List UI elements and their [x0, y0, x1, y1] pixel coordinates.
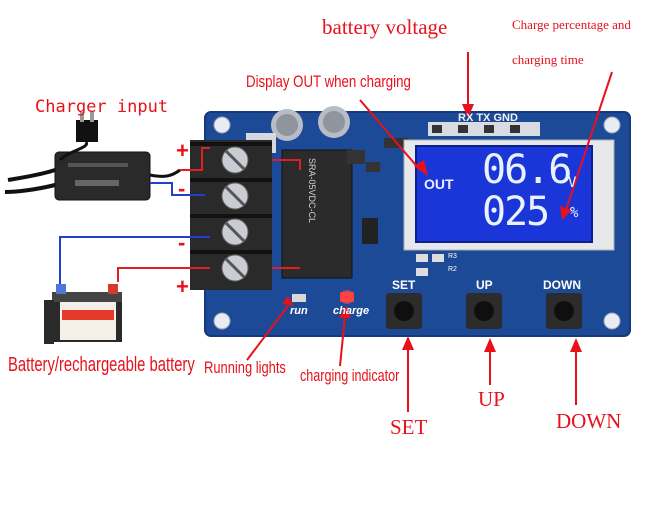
- charge-led-label: charge: [333, 305, 370, 317]
- charge-percentage-label-line1: Charge percentage and: [512, 17, 631, 32]
- lcd-voltage-value: 06.6: [482, 147, 572, 193]
- charger-device: [4, 112, 181, 201]
- terminal-block: [190, 140, 272, 290]
- up-silk-label: UP: [476, 278, 493, 292]
- r3-label: R3: [448, 253, 457, 260]
- plus-bottom-label: +: [176, 274, 189, 299]
- set-label: SET: [390, 415, 428, 439]
- charging-indicator-label: charging indicator: [300, 366, 400, 385]
- battery-label: Battery/rechargeable battery: [8, 354, 195, 376]
- lcd-percent-unit: %: [570, 205, 579, 221]
- battery-voltage-label: battery voltage: [322, 15, 448, 39]
- plus-top-label: +: [176, 138, 189, 163]
- display-out-label: Display OUT when charging: [246, 72, 411, 91]
- charge-percentage-label-line2: charging time: [512, 52, 584, 67]
- lcd-out-indicator: OUT: [424, 176, 454, 192]
- relay-model-label: SRA-05VDC-CL: [307, 158, 317, 224]
- charger-input-label: Charger input: [35, 97, 169, 117]
- down-silk-label: DOWN: [543, 278, 581, 292]
- r2-label: R2: [448, 266, 457, 273]
- run-led-label: run: [290, 305, 308, 317]
- minus-bottom-label: -: [178, 230, 186, 255]
- wires: [59, 147, 301, 284]
- tactile-buttons: [386, 293, 582, 329]
- relay: [281, 149, 353, 279]
- running-lights-label: Running lights: [204, 358, 286, 377]
- set-silk-label: SET: [392, 278, 416, 292]
- lcd-percent-value: 025: [482, 189, 550, 235]
- battery-device: [44, 284, 122, 344]
- lcd-voltage-unit: V: [568, 175, 577, 191]
- lcd-module: [403, 139, 615, 251]
- down-label: DOWN: [556, 409, 622, 433]
- up-label: UP: [478, 387, 505, 411]
- annotation-arrows: [246, 52, 613, 412]
- pin-header-label: RX TX GND: [458, 112, 518, 124]
- leds: [292, 290, 354, 304]
- minus-top-label: -: [178, 176, 186, 201]
